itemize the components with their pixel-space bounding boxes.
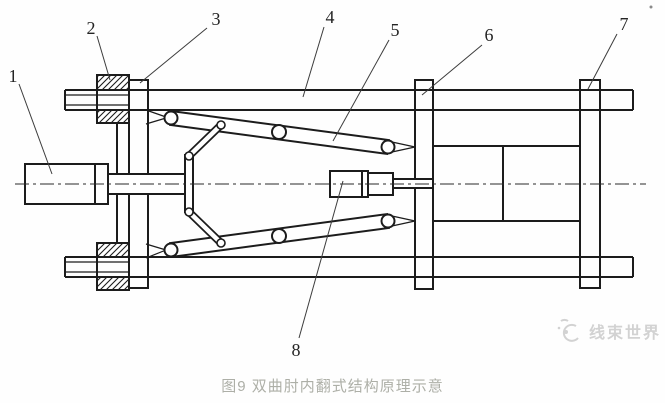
crosshead-link-upper <box>185 121 225 160</box>
leader-line-1 <box>18 83 53 175</box>
watermark-text: 线束世界 <box>589 324 662 342</box>
artifact-dot <box>649 5 653 9</box>
leader-line-6 <box>421 44 483 96</box>
part-label-8: 8 <box>292 340 301 360</box>
part-label-6: 6 <box>485 25 494 45</box>
crosshead-link-lower <box>185 208 225 247</box>
pivot-brackets <box>145 109 416 259</box>
part-label-7: 7 <box>620 14 629 34</box>
watermark: 线束世界 <box>556 316 661 345</box>
leader-line-3 <box>139 27 208 84</box>
part-label-3: 3 <box>212 9 221 29</box>
leader-line-4 <box>302 26 325 98</box>
leader-line-8 <box>298 180 344 339</box>
tie-bar-top <box>64 89 634 111</box>
tie-bar-bottom <box>64 256 634 278</box>
leader-line-2 <box>96 35 111 81</box>
figure-caption: 图9 双曲肘内翻式结构原理示意 <box>221 378 444 395</box>
leader-line-5 <box>332 39 390 142</box>
part-label-5: 5 <box>391 20 400 40</box>
mold-halves <box>432 145 581 222</box>
wire-world-logo-icon <box>557 318 579 342</box>
joint-pins <box>163 110 396 258</box>
tie-rod-nut-top <box>96 74 130 124</box>
part-label-4: 4 <box>326 7 335 27</box>
part-label-1: 1 <box>9 66 18 86</box>
leader-lines <box>18 26 618 339</box>
tie-rod-nut-bottom <box>96 242 130 291</box>
leader-line-7 <box>587 33 618 90</box>
part-label-2: 2 <box>87 18 96 38</box>
